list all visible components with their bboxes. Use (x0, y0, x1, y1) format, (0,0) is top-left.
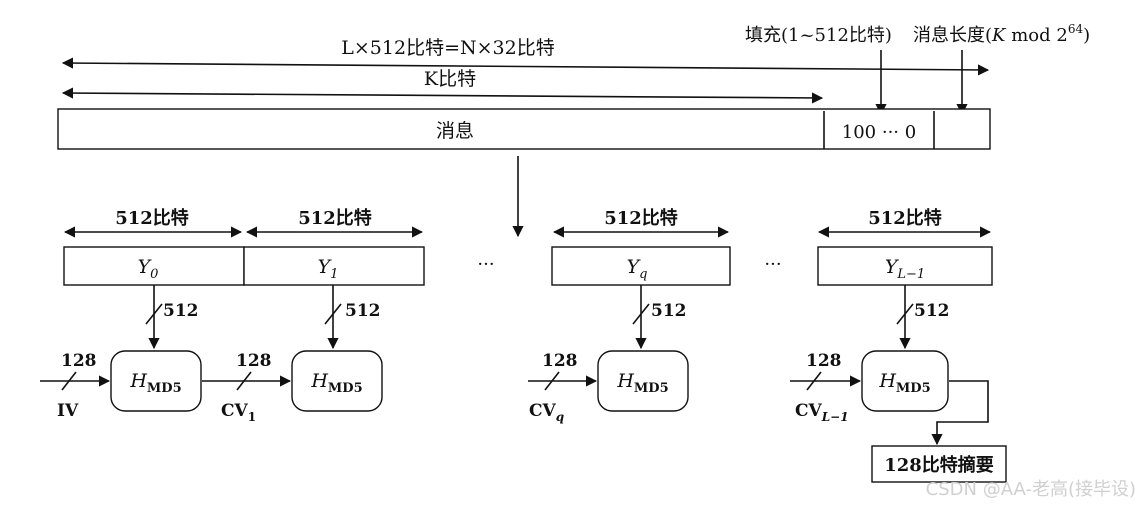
total-length-arrow (61, 57, 990, 76)
message-bits-arrow (61, 87, 824, 104)
cv-arrow-last (790, 371, 862, 391)
hmd5-label-1: HMD5 (310, 370, 362, 396)
hmd5-box-last (861, 350, 949, 412)
input-arrow-last (896, 285, 914, 350)
ellipsis-1: ··· (477, 254, 494, 275)
padding-label: 填充(1~512比特) (745, 25, 892, 46)
block-name-0: Y0 (138, 256, 159, 282)
cv-label-last: CVL−1 (795, 401, 849, 424)
input-bits-0: 512 (163, 301, 199, 321)
cv-label-1: CV1 (221, 401, 256, 424)
block-size-label-last: 512比特 (868, 207, 942, 229)
message-bits-label: K比特 (424, 68, 476, 90)
hmd5-box-1 (291, 350, 383, 412)
cv-label-0: IV (57, 401, 79, 421)
input-arrow-1 (324, 285, 342, 350)
total-length-label: L×512比特=N×32比特 (341, 37, 554, 59)
padding-content: 100 ··· 0 (842, 122, 916, 143)
input-bits-q: 512 (651, 301, 687, 321)
hmd5-label-q: HMD5 (616, 370, 668, 396)
ellipsis-2: ··· (764, 254, 781, 275)
block-size-label-q: 512比特 (604, 207, 678, 229)
cv-label-q: CVq (529, 401, 564, 424)
hmd5-box-q (597, 350, 689, 412)
output-arrow (931, 380, 989, 446)
length-label: 消息长度(K mod 264) (913, 22, 1090, 46)
cv-arrow-0 (40, 371, 111, 391)
hmd5-box-0 (110, 350, 202, 412)
hmd5-label-0: HMD5 (129, 370, 181, 396)
output-box (871, 445, 1007, 483)
cv-arrow-q (528, 371, 598, 391)
block-name-1: Y1 (318, 256, 339, 282)
input-bits-last: 512 (914, 301, 950, 321)
input-arrow-q (632, 285, 650, 350)
hmd5-label-last: HMD5 (878, 370, 930, 396)
cv-bits-q: 128 (542, 351, 578, 371)
input-bits-1: 512 (345, 301, 381, 321)
message-bar (57, 108, 991, 150)
block-size-label-1: 512比特 (298, 207, 372, 229)
message-label: 消息 (436, 120, 474, 142)
block-name-last: YL−1 (885, 256, 925, 282)
input-arrow-0 (145, 285, 163, 350)
cv-arrow-1 (202, 371, 292, 391)
block-name-q: Yq (627, 256, 648, 282)
cv-bits-last: 128 (806, 351, 842, 371)
cv-bits-1: 128 (236, 351, 272, 371)
block-box-1 (243, 246, 425, 286)
cv-bits-0: 128 (61, 351, 97, 371)
watermark: CSDN @AA-老高(接毕设) (926, 479, 1136, 500)
output-label: 128比特摘要 (884, 454, 994, 476)
block-size-label-0: 512比特 (115, 207, 189, 229)
